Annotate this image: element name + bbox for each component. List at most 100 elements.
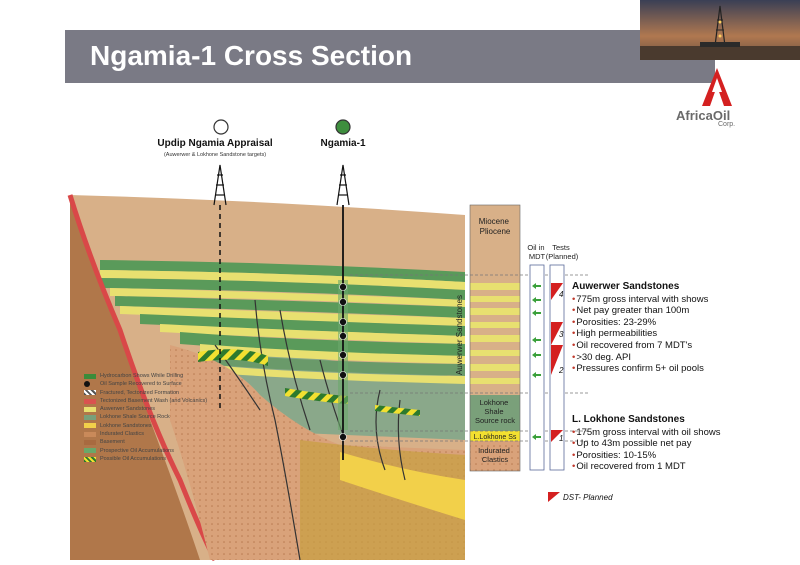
africa-oil-logo-icon <box>702 68 732 106</box>
info-bullet: 775m gross interval with shows <box>572 294 794 306</box>
dst-label: DST- Planned <box>563 493 613 502</box>
legend-item: Possible Oil Accumulations <box>84 455 207 463</box>
test-number: 2 <box>558 366 564 375</box>
lokhone-shale-line: Source rock <box>475 416 515 425</box>
legend-swatch <box>84 398 96 404</box>
title-banner <box>65 30 715 83</box>
derrick-icon <box>336 164 350 206</box>
auwerwer-sandstone-bands <box>100 260 465 384</box>
drilling-rig-photo <box>640 0 800 60</box>
oil-mdt-line: Oil in <box>527 243 544 252</box>
logo-sub: Corp. <box>718 121 736 128</box>
legend-item: Auwerwer Sandstones <box>84 405 207 413</box>
legend-label: Lokhone Sandstones <box>100 422 152 429</box>
oil-mdt-header: Oil in MDT <box>527 243 546 261</box>
legend-swatch <box>84 390 96 396</box>
legend-label: Tectonized Basement Wash (and Volcanics) <box>100 397 208 404</box>
legend-swatch <box>84 381 90 388</box>
info-bullet: Oil recovered from 7 MDT's <box>572 340 794 352</box>
legend: Hydrocarbon Shows While Drilling Oil Sam… <box>84 372 207 463</box>
possible-oil-accumulation <box>198 349 268 366</box>
legend-swatch <box>84 373 96 379</box>
lokhone-ss-label: L.Lokhone Ss <box>474 434 517 441</box>
lokhone-shale-label: Lokhone Shale Source rock <box>475 398 515 425</box>
info-bullet: Porosities: 23-29% <box>572 317 794 329</box>
legend-item: Indurated Clastics <box>84 430 207 438</box>
lokhone-info: L. Lokhone Sandstones 175m gross interva… <box>572 414 794 473</box>
tests-header: Tests (Planned) <box>546 243 579 261</box>
legend-label: Oil Sample Recovered to Surface <box>100 381 182 388</box>
legend-label: Basement <box>100 439 125 446</box>
dst-legend-icon <box>548 492 560 502</box>
oil-arrows <box>532 283 541 440</box>
legend-swatch <box>84 440 96 446</box>
legend-swatch <box>84 431 96 437</box>
legend-label: Auwerwer Sandstones <box>100 406 156 413</box>
derrick-icon <box>213 164 227 206</box>
legend-swatch <box>84 456 96 462</box>
legend-swatch <box>84 448 96 454</box>
legend-item: Hydrocarbon Shows While Drilling <box>84 372 207 380</box>
miocene-label: Miocene Pliocene <box>479 217 511 236</box>
indurated-label: Indurated Clastics <box>478 446 512 464</box>
appraisal-well-icon <box>213 119 229 135</box>
oil-mdt-column <box>529 264 545 471</box>
info-bullet: Up to 43m possible net pay <box>572 438 794 450</box>
well-name: Ngamia-1 <box>320 138 365 149</box>
legend-label: Possible Oil Accumulations <box>100 455 167 462</box>
info-bullet: Pressures confirm 5+ oil pools <box>572 363 794 375</box>
info-bullet: High permeabilities <box>572 328 794 340</box>
info-bullet: Porosities: 10-15% <box>572 450 794 462</box>
auwerwer-column-bands <box>470 275 520 395</box>
legend-item: Lokhone Shale Source Rock <box>84 413 207 421</box>
strat-column <box>469 204 521 472</box>
lokhone-shale-line: Shale <box>484 407 503 416</box>
page-title: Ngamia-1 Cross Section <box>90 40 413 71</box>
legend-label: Fractured, Tectonized Formation <box>100 389 180 396</box>
oil-mdt-line: MDT <box>529 252 546 261</box>
miocene-line: Pliocene <box>480 227 511 236</box>
legend-swatch <box>84 406 96 412</box>
oil-sample-markers <box>339 283 347 441</box>
legend-label: Lokhone Shale Source Rock <box>100 414 170 421</box>
well-name: Updip Ngamia Appraisal <box>157 138 272 149</box>
legend-item: Tectonized Basement Wash (and Volcanics) <box>84 397 207 405</box>
tests-column <box>549 264 565 471</box>
info-bullet: Oil recovered from 1 MDT <box>572 461 794 473</box>
legend-swatch <box>84 423 96 429</box>
legend-item: Fractured, Tectonized Formation <box>84 389 207 397</box>
auwerwer-label: Auwerwer Sandstones <box>455 295 464 375</box>
indurated-line: Clastics <box>482 455 509 464</box>
tests-line: Tests <box>552 243 570 252</box>
legend-label: Hydrocarbon Shows While Drilling <box>100 373 184 379</box>
possible-oil-accumulation <box>375 405 420 416</box>
lokhone-heading: L. Lokhone Sandstones <box>572 414 685 425</box>
auwerwer-heading: Auwerwer Sandstones <box>572 281 680 292</box>
info-bullet: 175m gross interval with oil shows <box>572 427 794 439</box>
auwerwer-info: Auwerwer Sandstones 775m gross interval … <box>572 281 794 375</box>
test-number: 3 <box>559 330 564 339</box>
legend-item: Oil Sample Recovered to Surface <box>84 380 207 388</box>
legend-item: Basement <box>84 438 207 446</box>
ngamia-well-icon <box>335 119 351 135</box>
info-bullet: >30 deg. API <box>572 352 794 364</box>
test-number: 1 <box>559 434 563 443</box>
indurated-line: Indurated <box>478 446 510 455</box>
dst-test-markers <box>551 283 563 442</box>
test-number: 4 <box>559 290 564 299</box>
lokhone-shale-line: Lokhone <box>480 398 509 407</box>
logo-name: AfricaOil <box>676 108 731 123</box>
info-bullet: Net pay greater than 100m <box>572 305 794 317</box>
possible-oil-accumulation <box>285 388 348 404</box>
legend-item: Prospective Oil Accumulations <box>84 447 207 455</box>
legend-item: Lokhone Sandstones <box>84 422 207 430</box>
lokhone-sandstone-band <box>340 452 465 520</box>
legend-label: Indurated Clastics <box>100 431 145 438</box>
legend-swatch <box>84 415 96 421</box>
well-note: (Auwerwer & Lokhone Sandstone targets) <box>164 152 266 158</box>
tests-line: (Planned) <box>546 252 579 261</box>
miocene-line: Miocene <box>479 217 510 226</box>
tectonized-basement-wash <box>67 194 218 562</box>
legend-label: Prospective Oil Accumulations <box>100 447 174 454</box>
